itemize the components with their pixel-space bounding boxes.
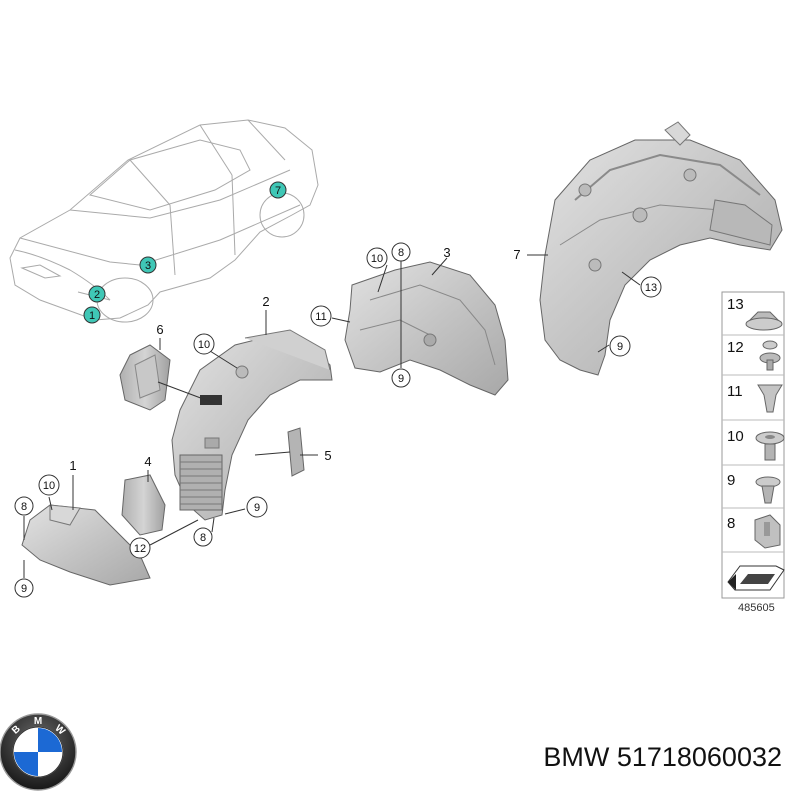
callout-9-top: 9: [391, 368, 411, 388]
car-callout-2-label: 2: [94, 289, 100, 301]
legend-row-8: 8: [722, 514, 784, 553]
legend-row-13-label: 13: [727, 296, 744, 313]
callout-13-label: 13: [645, 282, 657, 294]
callout-10-mid-label: 10: [198, 339, 210, 351]
callout-8-top: 8: [391, 242, 411, 262]
part-7-liner: [539, 121, 783, 376]
part-3-liner: [344, 261, 509, 396]
legend-row-12: 12: [722, 339, 784, 376]
callout-12: 12: [129, 537, 151, 559]
car-callout-3: 3: [139, 256, 157, 274]
callout-5-label: 5: [324, 448, 331, 463]
callout-8-bottom-label: 8: [200, 532, 206, 544]
callout-7: 7: [513, 247, 520, 262]
legend-row-13: 13: [722, 296, 784, 336]
callout-10-mid: 10: [193, 333, 215, 355]
legend-arrow-icon: [727, 565, 785, 591]
callout-8-left: 8: [14, 496, 34, 516]
callout-6: 6: [156, 322, 163, 337]
callout-2-label: 2: [262, 294, 269, 309]
part-2-liner: [171, 329, 333, 521]
legend-row-10: 10: [722, 428, 785, 466]
caption-part-number: 51718060032: [616, 742, 782, 772]
part-caption: BMW 51718060032: [452, 742, 782, 773]
callout-10-left: 10: [38, 474, 60, 496]
callout-3: 3: [443, 245, 450, 260]
car-callout-1-label: 1: [89, 310, 95, 322]
legend-row-11-label: 11: [727, 383, 743, 400]
callout-4-label: 4: [144, 454, 151, 469]
callout-1: 1: [69, 458, 76, 473]
car-callout-2: 2: [88, 285, 106, 303]
callout-9-bottom-label: 9: [254, 502, 260, 514]
part-5-bracket: [287, 427, 305, 477]
fastener-legend: 13 12 11 10 9: [721, 291, 785, 614]
car-callout-7: 7: [269, 181, 287, 199]
caption-brand: BMW: [543, 742, 610, 772]
svg-text:M: M: [34, 716, 42, 727]
callout-9-bottom: 9: [246, 496, 268, 518]
callout-11-label: 11: [315, 311, 326, 323]
legend-row-12-label: 12: [727, 339, 744, 356]
callout-9-right-label: 9: [617, 341, 623, 353]
callout-12-label: 12: [134, 543, 146, 555]
callout-13: 13: [640, 276, 662, 298]
callout-4: 4: [144, 454, 151, 469]
callout-1-label: 1: [69, 458, 76, 473]
callout-3-label: 3: [443, 245, 450, 260]
callout-6-label: 6: [156, 322, 163, 337]
callout-9-top-label: 9: [398, 373, 404, 385]
callout-8-left-label: 8: [21, 501, 27, 513]
legend-row-11: 11: [722, 383, 784, 421]
car-callout-3-label: 3: [145, 260, 151, 272]
bmw-logo: B M W: [0, 713, 77, 791]
callout-10-top: 10: [366, 247, 388, 269]
callout-9-left: 9: [14, 578, 34, 598]
diagram-number: 485605: [738, 602, 775, 614]
callout-5: 5: [324, 448, 331, 463]
callout-2: 2: [262, 294, 269, 309]
part-4-cover: [121, 474, 166, 536]
legend-row-10-label: 10: [727, 428, 744, 445]
car-callout-7-label: 7: [275, 185, 281, 197]
callout-7-label: 7: [513, 247, 520, 262]
car-callout-1: 1: [83, 306, 101, 324]
legend-row-9: 9: [722, 472, 784, 509]
callout-10-left-label: 10: [43, 480, 55, 492]
part-6-cover: [119, 344, 171, 411]
callout-10-top-label: 10: [371, 253, 383, 265]
callout-11: 11: [310, 305, 332, 327]
car-outline: [9, 119, 319, 323]
callout-8-bottom: 8: [193, 527, 213, 547]
legend-row-9-label: 9: [727, 472, 735, 489]
callout-8-top-label: 8: [398, 247, 404, 259]
callout-9-right: 9: [609, 335, 631, 357]
callout-9-left-label: 9: [21, 583, 27, 595]
legend-row-8-label: 8: [727, 515, 735, 532]
leader-lines: [23, 254, 641, 578]
